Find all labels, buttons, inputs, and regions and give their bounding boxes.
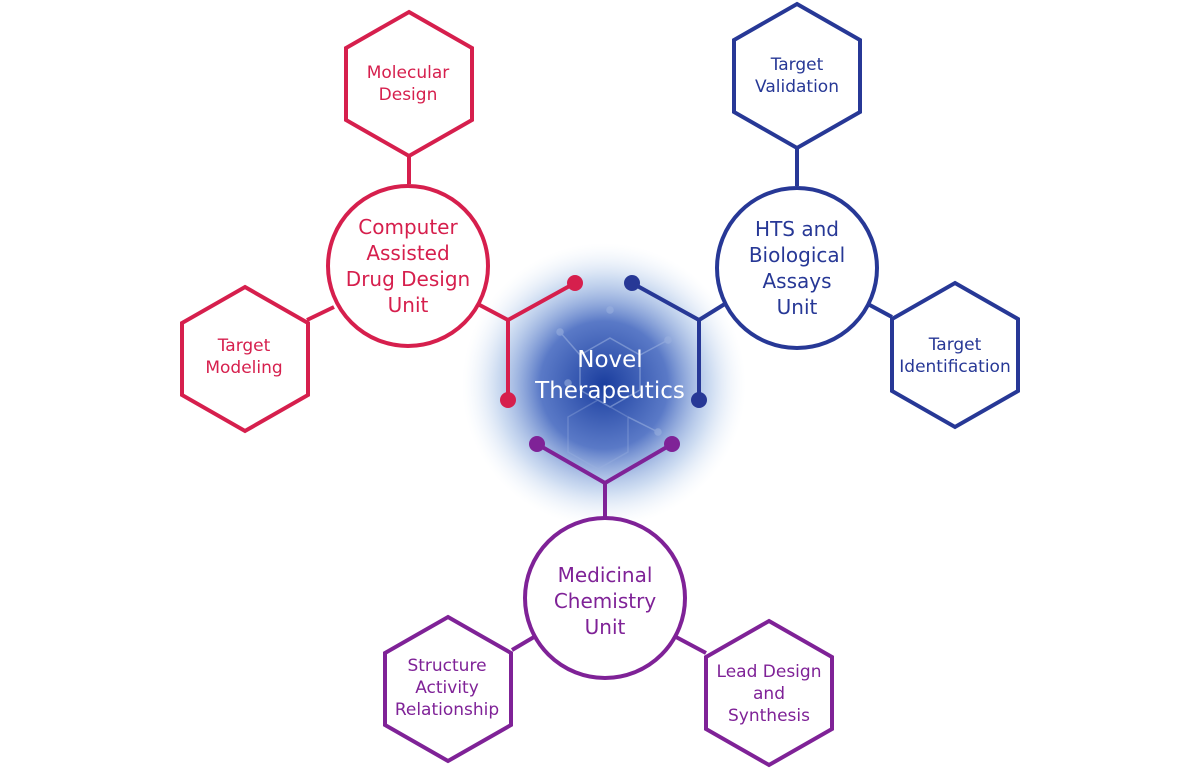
center-glow	[462, 243, 746, 527]
medchem-unit-circle[interactable]	[523, 516, 687, 680]
sar-hex[interactable]	[383, 614, 513, 764]
hts-unit-label: HTS and Biological Assays Unit	[748, 217, 846, 319]
hts-node-dot	[624, 275, 640, 291]
target-validation-label: Target Validation	[755, 55, 839, 97]
medchem-node-dot	[664, 436, 680, 452]
hts-node-dot	[691, 392, 707, 408]
target-modeling-label: Target Modeling	[205, 336, 283, 378]
hts-unit-circle[interactable]	[715, 186, 879, 350]
target-validation-hex[interactable]	[732, 1, 862, 151]
lead-design-hex[interactable]	[704, 618, 834, 768]
lead-design-label: Lead Design and Synthesis	[716, 662, 822, 726]
sar-label: Structure Activity Relationship	[394, 656, 500, 720]
target-identification-hex[interactable]	[890, 280, 1020, 430]
target-identification-label: Target Identification	[899, 335, 1011, 377]
hts-branch	[631, 146, 893, 400]
molecular-design-hex[interactable]	[344, 9, 474, 159]
cadd-unit-label: Computer Assisted Drug Design Unit	[345, 215, 471, 317]
medchem-unit-label: Medicinal Chemistry Unit	[553, 563, 657, 639]
cadd-node-dot	[567, 275, 583, 291]
target-modeling-hex[interactable]	[180, 284, 310, 434]
center-label: Novel Therapeutics	[535, 347, 685, 404]
medchem-node-dot	[529, 436, 545, 452]
molecular-design-label: Molecular Design	[366, 63, 450, 105]
medchem-branch	[510, 442, 707, 655]
molecule-watermark	[556, 306, 672, 470]
cadd-unit-circle[interactable]	[326, 184, 490, 348]
cadd-node-dot	[500, 392, 516, 408]
